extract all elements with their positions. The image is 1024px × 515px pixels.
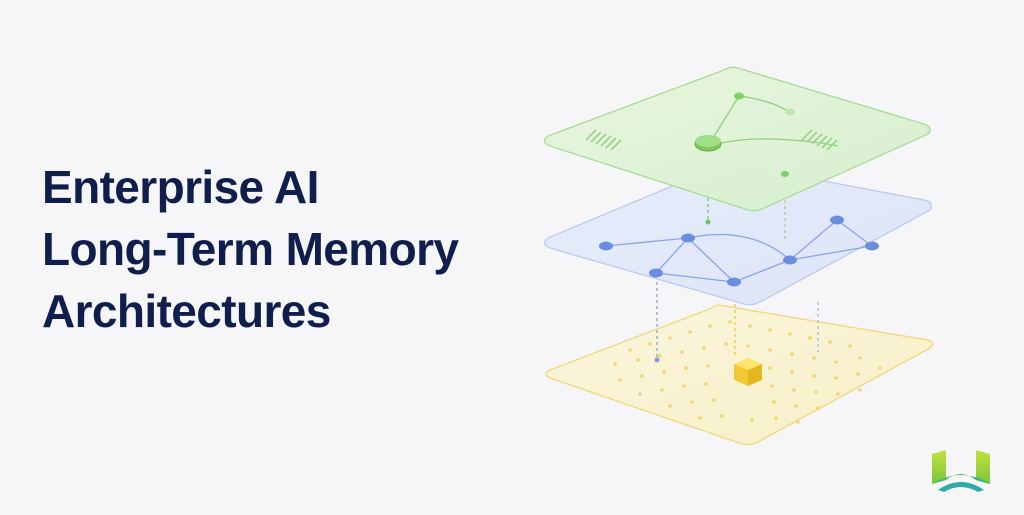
- page-title: Enterprise AI Long-Term Memory Architect…: [42, 156, 522, 342]
- bottom-dot-grid: [613, 320, 882, 424]
- top-graph-nodes: [694, 92, 795, 177]
- top-layer: [543, 66, 931, 212]
- middle-graph-nodes: [599, 215, 879, 287]
- right-stripes-icon: [801, 129, 838, 151]
- bottom-endpoint: [654, 357, 660, 363]
- title-line-1: Enterprise AI: [42, 161, 319, 213]
- layered-memory-illustration: [543, 66, 934, 446]
- left-stripes-icon: [585, 129, 622, 151]
- title-line-3: Architectures: [42, 285, 331, 337]
- bottom-layer: [545, 304, 934, 446]
- top-endpoint: [705, 219, 711, 225]
- cube-icon: [734, 358, 762, 386]
- w-logo-icon: [932, 450, 990, 492]
- title-line-2: Long-Term Memory: [42, 223, 459, 275]
- middle-graph-edges: [605, 219, 873, 283]
